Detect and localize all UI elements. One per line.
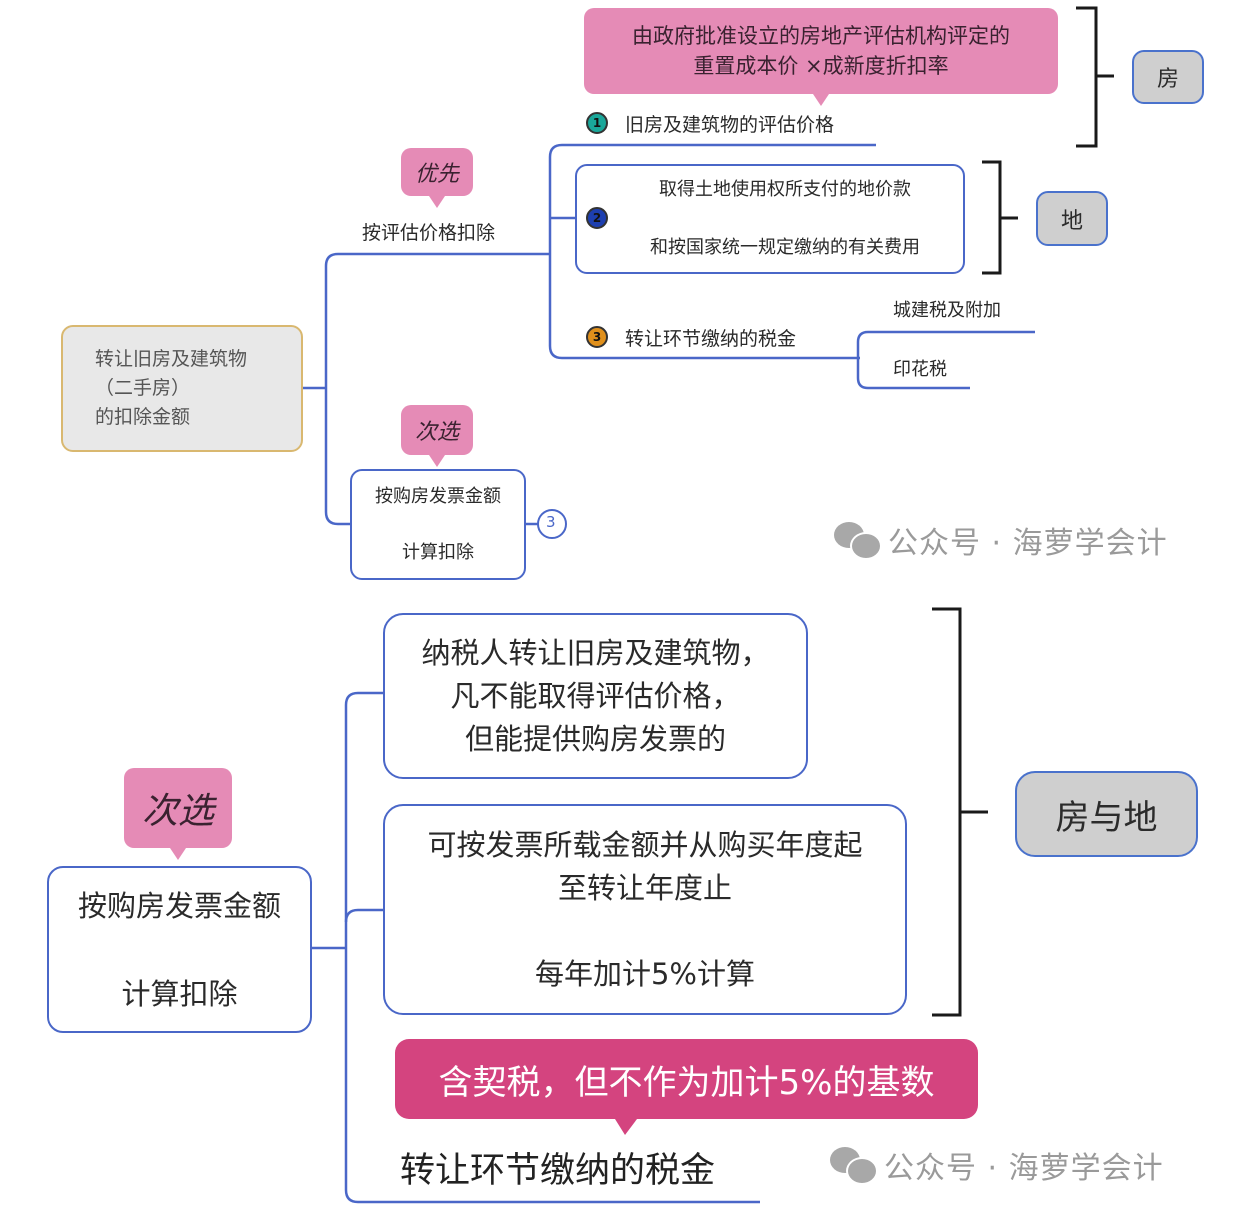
watermark-top-text: 公众号 · 海萝学会计 <box>888 526 1168 561</box>
bottom-root-line-1: 按购房发票金额 <box>77 888 281 923</box>
root-line-3: 的扣除金额 <box>95 406 191 428</box>
primary-branch-label: 按评估价格扣除 <box>362 222 496 244</box>
watermark-bottom-text: 公众号 · 海萝学会计 <box>884 1151 1164 1186</box>
condition-2-box: 可按发票所载金额并从购买年度起 至转让年度止 每年加计5%计算 <box>383 804 907 1015</box>
item-1-label: 旧房及建筑物的评估价格 <box>625 114 835 136</box>
secondary-branch-box: 按购房发票金额 计算扣除 <box>350 469 526 580</box>
secondary-line-2: 计算扣除 <box>402 541 474 563</box>
root-node: 转让旧房及建筑物 （二手房） 的扣除金额 <box>61 325 303 452</box>
root-line-2: （二手房） <box>95 377 191 399</box>
connector-trunk-top <box>324 252 350 526</box>
root-line-1: 转让旧房及建筑物 <box>95 348 248 370</box>
watermark-top: 公众号 · 海萝学会计 <box>834 518 1168 562</box>
bottom-secondary-tag: 次选 <box>124 768 232 860</box>
condition-2-line-3: 每年加计5%计算 <box>534 956 755 991</box>
bottom-root-line-2: 计算扣除 <box>121 976 238 1011</box>
priority-tag: 优先 <box>401 148 473 208</box>
wechat-icon <box>830 1147 878 1185</box>
secondary-tag: 次选 <box>401 405 473 467</box>
house-tag: 房 <box>1132 50 1204 104</box>
connector-condition-2-curve <box>344 908 359 923</box>
secondary-line-1: 按购房发票金额 <box>375 485 501 507</box>
deed-tax-callout: 含契税，但不作为加计5%的基数 <box>395 1039 978 1135</box>
appraisal-callout: 由政府批准设立的房地产评估机构评定的 重置成本价 ×成新度折扣率 <box>584 8 1058 106</box>
callout-line-2: 重置成本价 ×成新度折扣率 <box>693 54 949 78</box>
priority-tag-label: 优先 <box>414 162 459 187</box>
condition-1-line-2: 凡不能取得评估价格， <box>450 678 741 713</box>
item-3-label: 转让环节缴纳的税金 <box>625 328 797 350</box>
badge-1-icon: 1 <box>586 112 608 134</box>
bracket-house <box>1076 6 1098 148</box>
condition-2-line-1: 可按发票所载金额并从购买年度起 <box>427 827 863 862</box>
item-3-child-1: 城建税及附加 <box>893 300 1001 321</box>
badge-3-icon: 3 <box>586 326 608 348</box>
bracket-house-land <box>932 607 962 1017</box>
secondary-tag-label: 次选 <box>414 420 459 445</box>
bottom-secondary-tag-label: 次选 <box>141 791 214 832</box>
bottom-tax-label: 转让环节缴纳的税金 <box>400 1151 716 1191</box>
item-2-box: 取得土地使用权所支付的地价款 和按国家统一规定缴纳的有关费用 <box>575 164 965 274</box>
condition-1-line-3: 但能提供购房发票的 <box>464 721 726 756</box>
condition-2-line-2: 至转让年度止 <box>557 870 732 905</box>
bottom-root-box: 按购房发票金额 计算扣除 <box>47 866 312 1033</box>
secondary-badge-label: 3 <box>546 513 556 531</box>
item-2-line-1: 取得土地使用权所支付的地价款 <box>659 179 911 200</box>
bracket-land <box>982 160 1002 275</box>
condition-1-line-1: 纳税人转让旧房及建筑物， <box>421 635 770 670</box>
callout-line-1: 由政府批准设立的房地产评估机构评定的 <box>632 24 1010 48</box>
badge-2-icon: 2 <box>586 207 608 229</box>
wechat-icon <box>834 522 882 560</box>
house-and-land-tag: 房与地 <box>1015 771 1198 857</box>
condition-1-box: 纳税人转让旧房及建筑物， 凡不能取得评估价格， 但能提供购房发票的 <box>383 613 808 779</box>
deed-tax-callout-text: 含契税，但不作为加计5%的基数 <box>438 1062 935 1103</box>
item-2-line-2: 和按国家统一规定缴纳的有关费用 <box>650 237 920 258</box>
item-3-child-2: 印花税 <box>893 359 947 380</box>
watermark-bottom: 公众号 · 海萝学会计 <box>830 1143 1164 1187</box>
land-tag: 地 <box>1036 191 1108 246</box>
